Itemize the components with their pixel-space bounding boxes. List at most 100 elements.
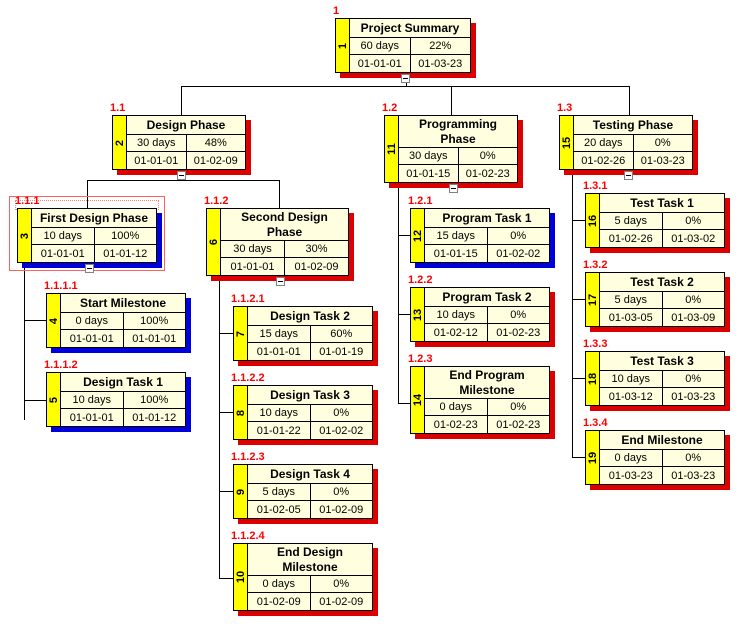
connector-line <box>24 400 46 401</box>
task-row-dates: 01-02-05 01-02-09 <box>248 501 372 518</box>
task-start-date: 01-01-01 <box>61 409 124 426</box>
task-finish-date: 01-02-02 <box>319 424 364 437</box>
task-start-date: 01-02-09 <box>248 593 311 610</box>
connector-line <box>629 86 630 115</box>
collapse-toggle-icon[interactable] <box>177 171 186 180</box>
task-id-cell: 8 <box>234 386 248 439</box>
task-finish-date: 01-02-23 <box>496 418 541 431</box>
task-start-date: 01-01-01 <box>32 245 95 262</box>
task-start-date: 01-01-01 <box>221 258 285 275</box>
task-finish-date: 01-01-01 <box>132 332 177 345</box>
task-row-duration: 10 days 0% <box>425 307 549 324</box>
connector-line <box>219 333 233 334</box>
collapse-toggle-icon[interactable] <box>276 277 285 286</box>
wbs-code-label: 1.1.1 <box>15 195 40 207</box>
collapse-toggle-icon[interactable] <box>401 74 410 83</box>
connector-line <box>572 378 585 379</box>
task-id-cell: 19 <box>586 431 600 484</box>
task-duration: 30 days <box>399 148 459 164</box>
task-percent-complete: 0% <box>685 373 702 385</box>
task-start-date: 01-02-26 <box>600 230 663 247</box>
task-finish-date: 01-01-12 <box>103 247 148 260</box>
task-id: 4 <box>47 317 60 324</box>
collapse-toggle-icon[interactable] <box>449 184 458 193</box>
task-percent-complete: 0% <box>510 309 527 321</box>
task-duration: 10 days <box>425 307 488 323</box>
task-start-date: 01-01-01 <box>127 152 187 169</box>
task-id-cell: 5 <box>47 373 61 426</box>
connector-line <box>219 412 233 413</box>
task-start-date: 01-01-15 <box>399 165 459 182</box>
task-row-dates: 01-01-22 01-02-02 <box>248 422 372 439</box>
collapse-toggle-icon[interactable] <box>624 171 633 180</box>
task-id: 9 <box>234 488 247 495</box>
task-id-cell: 13 <box>411 288 425 341</box>
wbs-code-label: 1.2.3 <box>408 353 433 365</box>
task-finish-date: 01-02-09 <box>193 154 238 167</box>
connector-line <box>572 457 585 458</box>
task-id-cell: 18 <box>586 352 600 405</box>
task-start-date: 01-03-23 <box>600 467 663 484</box>
task-id-cell: 1 <box>336 19 350 72</box>
task-name: Design Task 1 <box>61 373 185 392</box>
task-duration: 0 days <box>425 399 488 415</box>
task-percent-complete: 0% <box>654 137 671 149</box>
connector-line <box>87 180 280 181</box>
task-id: 3 <box>18 232 31 239</box>
wbs-code-label: 1.3.1 <box>583 180 608 192</box>
task-duration: 5 days <box>600 292 663 308</box>
task-id: 18 <box>586 372 599 385</box>
task-finish-date: 01-03-23 <box>671 390 716 403</box>
task-start-date: 01-01-22 <box>248 422 311 439</box>
collapse-toggle-icon[interactable] <box>85 264 94 273</box>
task-id-cell: 14 <box>411 367 425 433</box>
task-finish-date: 01-02-09 <box>319 503 364 516</box>
task-id: 7 <box>234 330 247 337</box>
task-start-date: 01-02-05 <box>248 501 311 518</box>
wbs-code-label: 1 <box>333 5 340 17</box>
